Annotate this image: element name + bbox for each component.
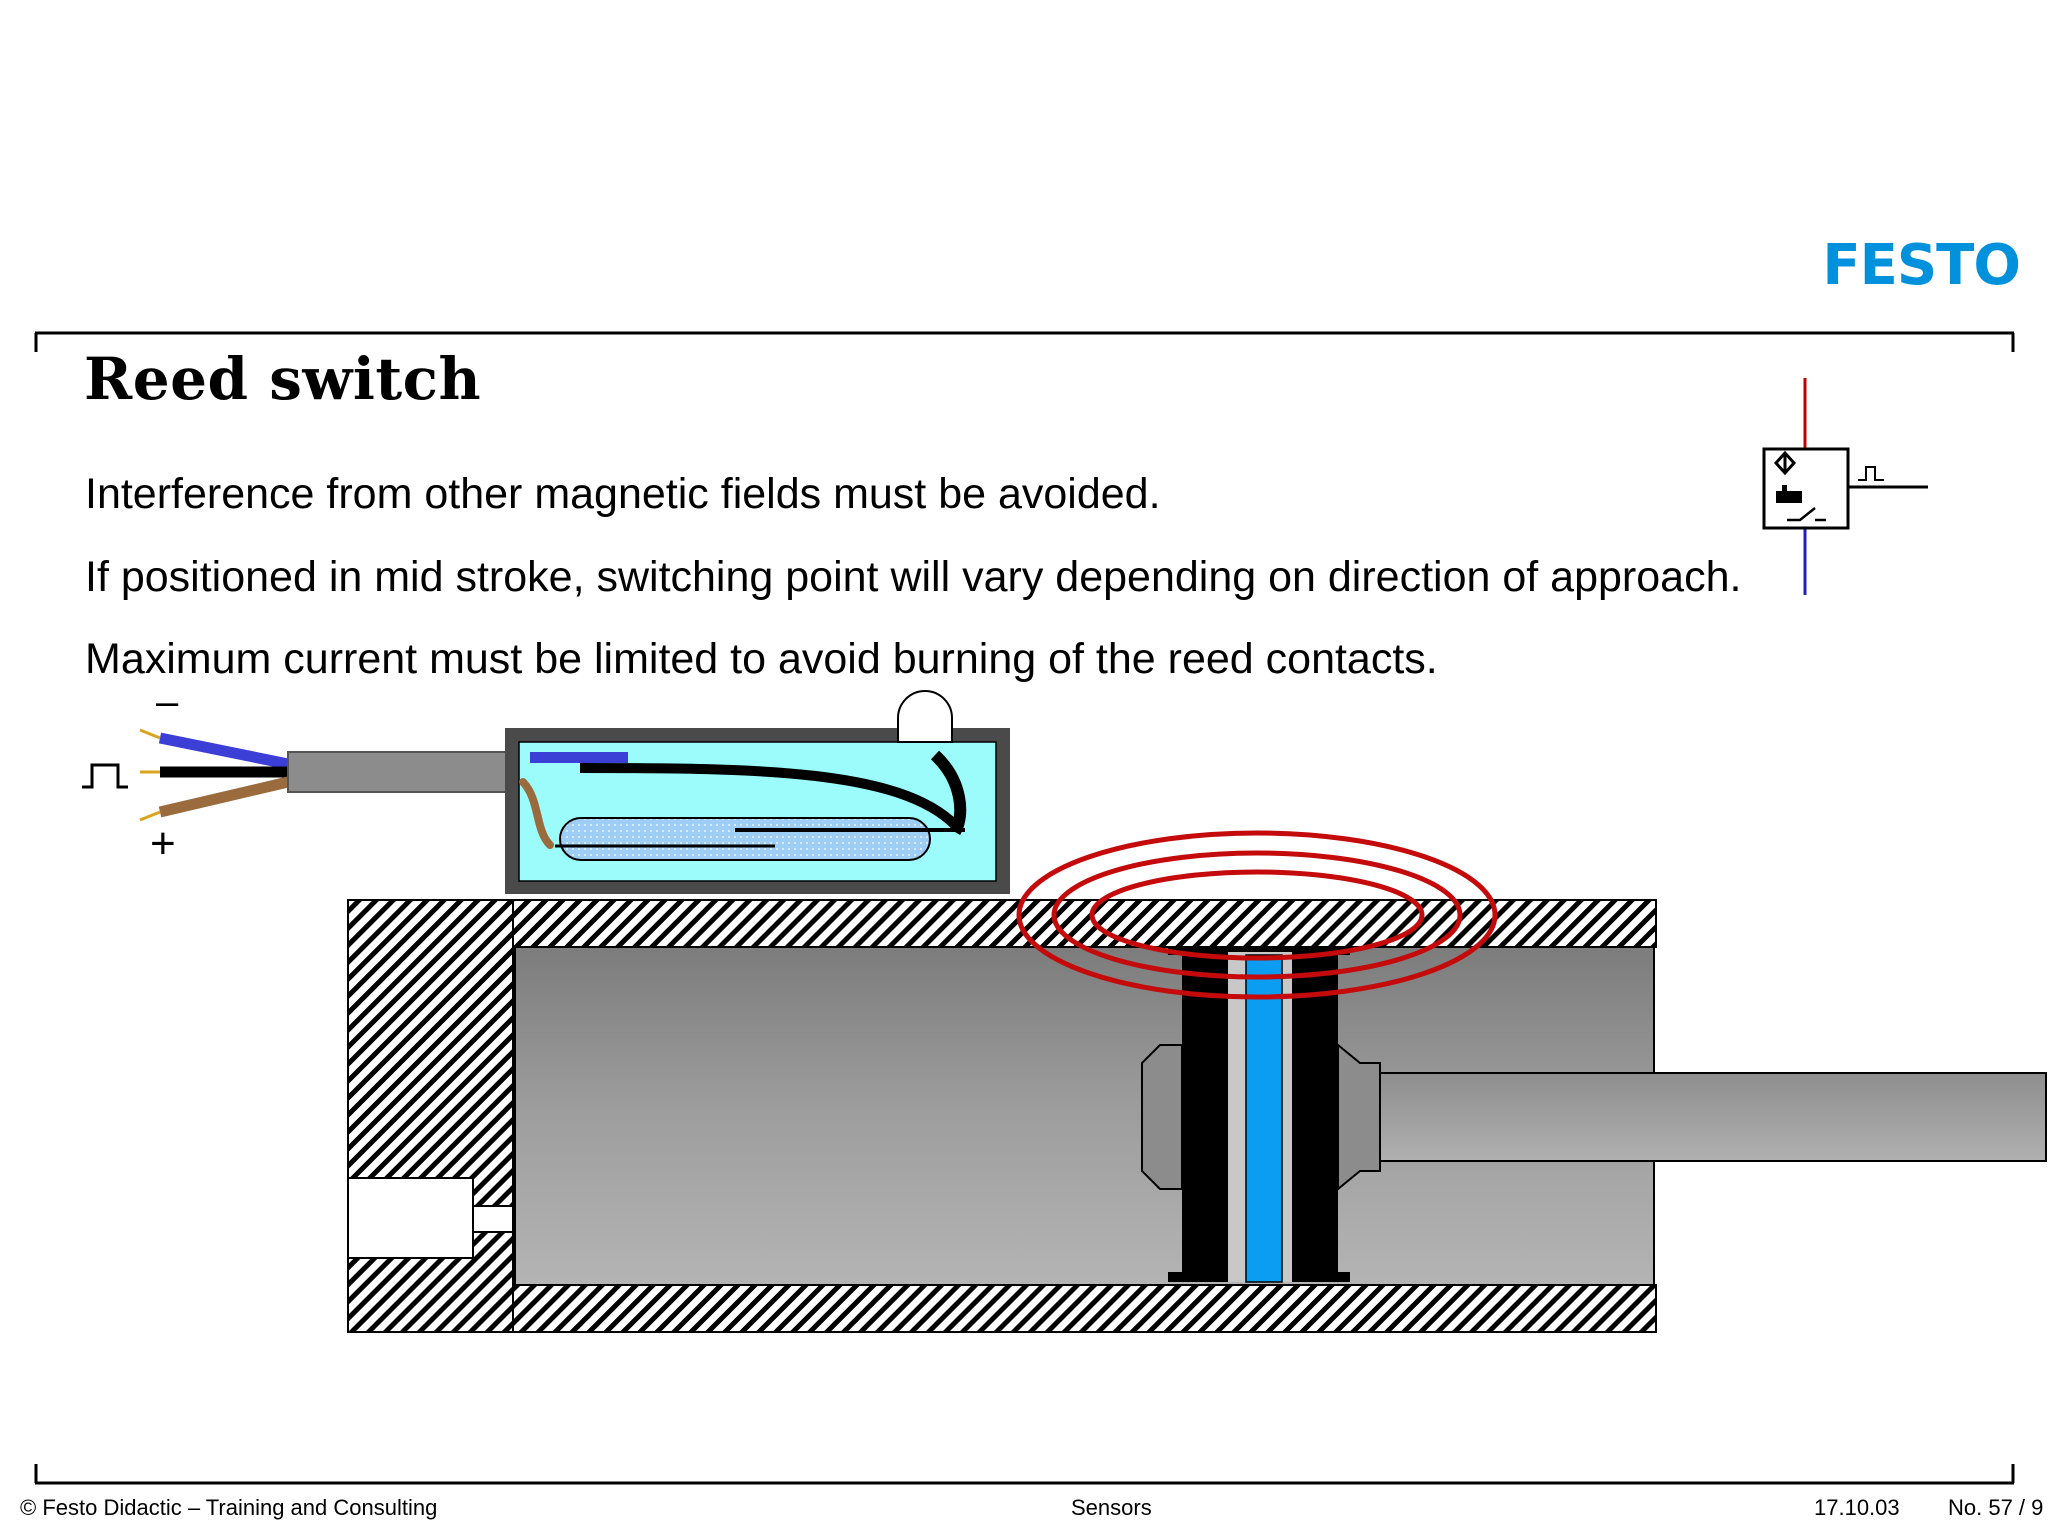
ring-magnet (1245, 954, 1283, 1283)
footer-copyright: © Festo Didactic – Training and Consulti… (20, 1495, 438, 1520)
led-indicator (897, 690, 953, 743)
reed-sensor-housing (505, 690, 1010, 894)
minus-terminal-label: – (156, 680, 179, 724)
pulse-signal-icon (82, 763, 128, 789)
sensor-circuit-symbol (1762, 378, 1928, 595)
piston-rod (1379, 1072, 2047, 1162)
pneumatic-cylinder (347, 899, 2047, 1333)
plus-terminal-label: + (150, 819, 176, 868)
reed-glass-tube (559, 817, 931, 861)
barrel-bottom-wall (512, 1284, 1657, 1333)
magnetic-field-lines (1016, 830, 1498, 1000)
air-port (347, 1177, 474, 1259)
cable-wires (82, 728, 523, 822)
footer-date: 17.10.03 (1814, 1495, 1900, 1520)
footer-topic: Sensors (1071, 1495, 1152, 1520)
cable-sheath (287, 751, 523, 793)
barrel-top-wall (512, 899, 1657, 948)
slide-title: Reed switch (84, 345, 482, 413)
bullet-text: Maximum current must be limited to avoid… (85, 635, 1438, 683)
piston-seal-right (1292, 952, 1338, 1282)
footer-page-number: No. 57 / 9 (1948, 1495, 2044, 1520)
festo-logo: FESTO (1822, 233, 2021, 298)
footer-rule (34, 1464, 2015, 1485)
bullet-text: Interference from other magnetic fields … (85, 470, 1161, 518)
end-cap (347, 899, 514, 1333)
bullet-text: If positioned in mid stroke, switching p… (85, 553, 1742, 601)
header-rule (34, 331, 2015, 352)
piston-seal-left (1182, 952, 1228, 1282)
